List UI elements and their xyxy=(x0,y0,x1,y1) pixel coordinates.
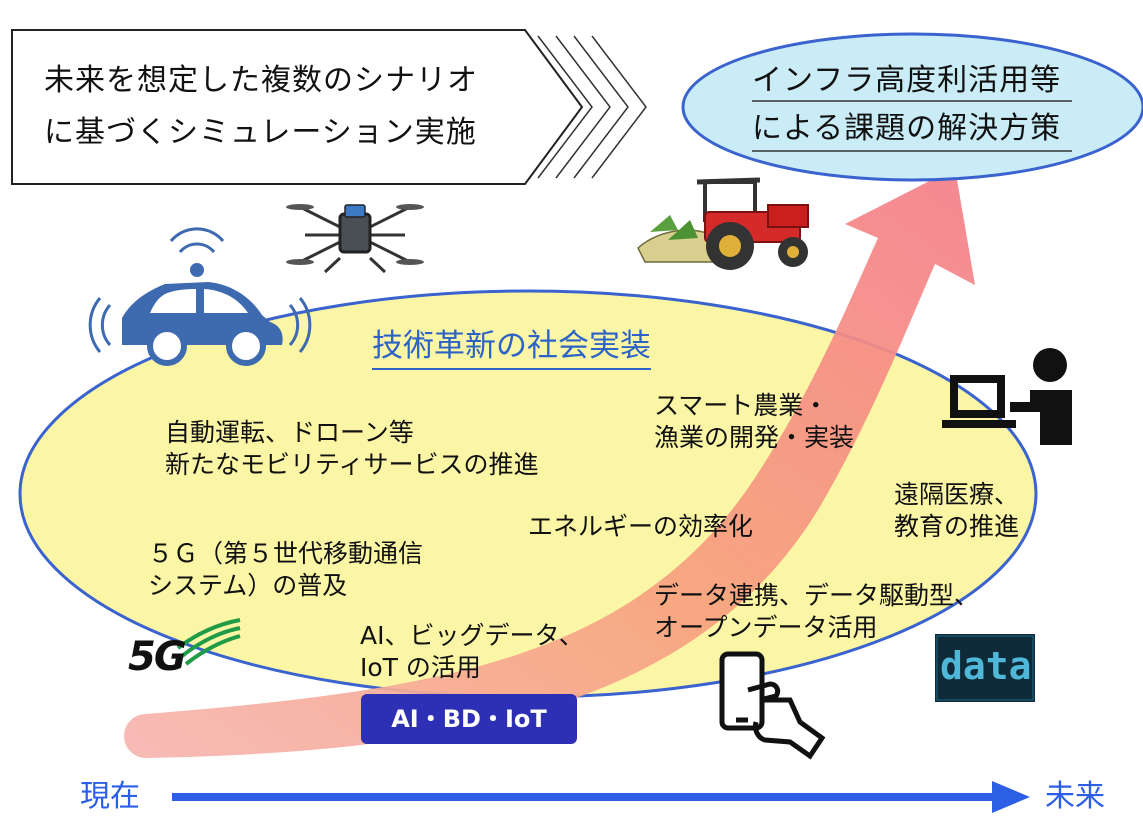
ai-bd-iot-badge: AI・BD・IoT xyxy=(361,694,577,744)
data-tile-icon xyxy=(935,634,1035,702)
ai-item-line1: AI、ビッグデータ、 xyxy=(360,621,584,650)
remote-item-line2: 教育の推進 xyxy=(894,512,1020,541)
goal-line2: による課題の解決方策 xyxy=(752,111,1062,146)
data-tile-label: data xyxy=(940,644,1032,688)
scenario-banner-line1: 未来を想定した複数のシナリオ xyxy=(44,63,478,98)
5g-logo-icon xyxy=(176,618,241,666)
chevron-arrows-icon xyxy=(537,35,647,179)
energy-item: エネルギーの効率化 xyxy=(528,512,754,541)
ai-item-line2: IoT の活用 xyxy=(360,653,481,682)
scenario-banner xyxy=(11,29,584,185)
5g-item-line1: ５Ｇ（第５世代移動通信 xyxy=(148,539,424,568)
growth-arrow xyxy=(124,168,975,758)
5g-item-line2: システム）の普及 xyxy=(148,571,348,600)
goal-ellipse xyxy=(681,32,1143,182)
5g-logo-text: 5G xyxy=(128,634,187,680)
data-item-line1: データ連携、データ駆動型、 xyxy=(654,581,980,610)
remote-item-line1: 遠隔医療、 xyxy=(894,480,1020,509)
autonomous-car-icon xyxy=(88,227,312,366)
axis-future-label: 未来 xyxy=(1045,779,1105,814)
mobility-item-line2: 新たなモビリティサービスの推進 xyxy=(165,450,539,479)
remote-work-person-icon xyxy=(942,348,1072,445)
goal-line1: インフラ高度利活用等 xyxy=(752,63,1062,98)
tech-title: 技術革新の社会実装 xyxy=(372,326,651,370)
mobility-item-line1: 自動運転、ドローン等 xyxy=(165,418,414,447)
tractor-icon xyxy=(637,177,809,270)
axis-present-label: 現在 xyxy=(80,779,140,814)
drone-icon xyxy=(286,204,424,274)
agri-item-line2: 漁業の開発・実装 xyxy=(654,423,855,452)
data-item-line2: オープンデータ活用 xyxy=(654,613,878,642)
timeline-arrow xyxy=(172,781,1030,813)
smartphone-hand-icon xyxy=(719,651,826,760)
agri-item-line1: スマート農業・ xyxy=(654,391,829,420)
scenario-banner-line2: に基づくシミュレーション実施 xyxy=(44,115,477,150)
